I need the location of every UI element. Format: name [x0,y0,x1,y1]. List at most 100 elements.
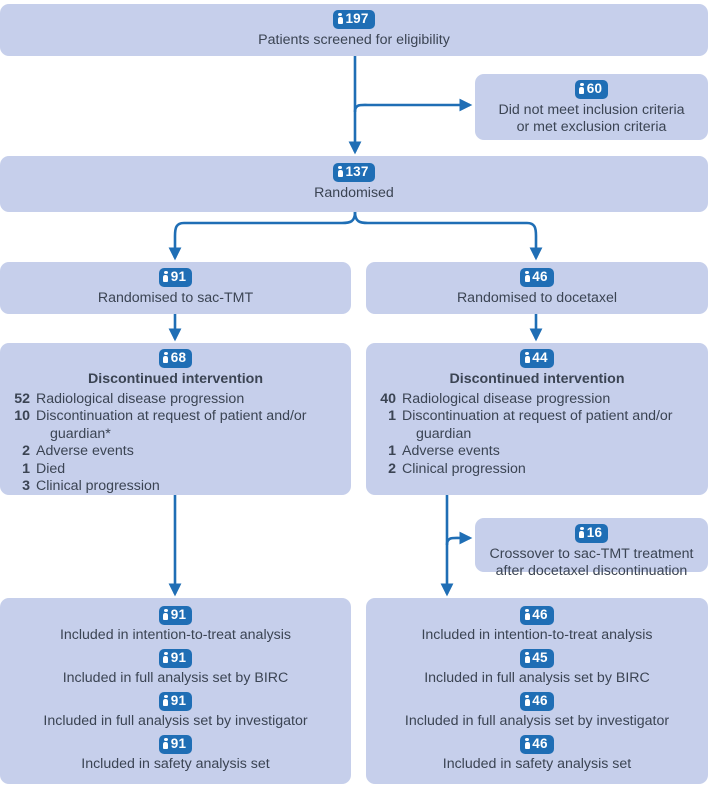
badge-line: 137 [0,163,708,182]
analysis-label: Included in intention-to-treat analysis [421,627,653,643]
person-icon [524,695,530,707]
reason-count: 1 [388,443,396,460]
person-icon [163,271,169,283]
count-value: 91 [170,650,187,665]
count-value: 91 [170,693,187,708]
reason-label: Adverse events [402,443,500,460]
count-badge: 137 [333,163,375,182]
analysis-label: Included in intention-to-treat analysis [59,627,292,643]
count-badge: 91 [158,606,193,625]
node-arm-docetaxel: 46 Randomised to docetaxel [366,262,708,314]
count-badge: 91 [158,692,193,711]
node-randomised: 137 Randomised [0,156,708,212]
node-title: Discontinued intervention [449,371,625,387]
count-value: 60 [586,81,603,96]
reason-count: 2 [388,460,396,477]
node-label-line1: Did not meet inclusion criteria [498,102,685,118]
analysis-row: 91 Included in full analysis set by inve… [0,692,351,730]
badge-line: 46 [366,735,708,754]
analysis-row: 46 Included in intention-to-treat analys… [366,606,708,644]
badge-line: 91 [0,692,351,711]
badge-line: 197 [0,10,708,29]
reason-label-cont: guardian [416,425,472,442]
person-icon [524,738,530,750]
node-discontinued-sac-tmt: 68 Discontinued intervention 52 Radiolog… [0,343,351,495]
analysis-row: 45 Included in full analysis set by BIRC [366,649,708,687]
reason-list: 40 Radiological disease progression 1 Di… [366,391,708,478]
count-value: 46 [532,269,548,284]
person-icon [163,652,169,664]
reason-count: 3 [22,478,30,495]
reason-row: 1 Discontinuation at request of patient … [370,408,700,443]
edge-to-crossover [445,531,473,546]
edge-screened-to-excluded [353,98,473,113]
count-badge: 16 [574,524,609,543]
count-value: 16 [586,525,603,540]
badge-line: 46 [366,268,708,287]
reason-count: 1 [22,460,30,477]
reason-row: 10 Discontinuation at request of patient… [4,408,343,443]
reason-label: Discontinuation at request of patient an… [36,408,343,443]
reason-row: 3 Clinical progression [4,478,343,495]
analysis-label: Included in safety analysis set [442,756,632,772]
badge-line: 44 [366,349,708,368]
node-label: Randomised to sac-TMT [97,290,254,306]
count-badge: 46 [520,692,554,711]
node-excluded: 60 Did not meet inclusion criteria or me… [475,74,708,140]
badge-line: 91 [0,649,351,668]
badge-line: 91 [0,268,351,287]
node-analysis-docetaxel: 46 Included in intention-to-treat analys… [366,598,708,784]
person-icon [163,695,169,707]
reason-label: Adverse events [36,443,134,460]
person-icon [163,738,169,750]
reason-row: 52 Radiological disease progression [4,391,343,408]
reason-label-cont: guardian* [50,425,111,442]
badge-line: 91 [0,735,351,754]
badge-line: 91 [0,606,351,625]
reason-label: Died [36,460,66,477]
reason-count: 2 [22,443,30,460]
reason-row: 40 Radiological disease progression [370,391,700,408]
reason-count: 1 [388,408,396,425]
analysis-label: Included in full analysis set by investi… [404,713,670,729]
analysis-label: Included in full analysis set by BIRC [62,670,289,686]
analysis-row: 46 Included in safety analysis set [366,735,708,773]
count-value: 46 [532,736,548,751]
analysis-row: 91 Included in full analysis set by BIRC [0,649,351,687]
count-value: 91 [170,269,187,284]
count-value: 68 [170,350,187,365]
count-badge: 91 [158,268,193,287]
reason-row: 1 Died [4,461,343,478]
edge-randomised-to-arm-right [353,211,543,261]
count-badge: 46 [520,735,554,754]
count-value: 46 [532,607,548,622]
reason-row: 2 Adverse events [4,443,343,460]
reason-count: 40 [380,391,396,407]
node-label-line1: Crossover to sac-TMT treatment [489,546,694,562]
badge-line: 46 [366,606,708,625]
count-badge: 45 [520,649,554,668]
count-value: 137 [345,164,369,179]
reason-label: Radiological disease progression [36,391,245,407]
node-analysis-sac-tmt: 91 Included in intention-to-treat analys… [0,598,351,784]
analysis-row: 91 Included in safety analysis set [0,735,351,773]
node-label-line2: after docetaxel discontinuation [495,563,688,579]
node-label: Randomised [314,185,394,201]
node-patients-screened: 197 Patients screened for eligibility [0,4,708,56]
analysis-row: 46 Included in full analysis set by inve… [366,692,708,730]
edge-randomised-to-arm-left [168,211,357,261]
person-icon [163,609,169,621]
person-icon [524,609,530,621]
person-icon [337,13,343,25]
reason-label-main: Discontinuation at request of patient an… [36,408,307,425]
count-badge: 46 [520,606,554,625]
count-badge: 91 [158,649,193,668]
node-label: Randomised to docetaxel [456,290,618,306]
node-label-line2: or met exclusion criteria [516,119,667,135]
person-icon [524,352,530,364]
analysis-label: Included in full analysis set by BIRC [424,670,650,686]
person-icon [579,83,585,95]
badge-line: 45 [366,649,708,668]
reason-label: Clinical progression [36,478,160,495]
